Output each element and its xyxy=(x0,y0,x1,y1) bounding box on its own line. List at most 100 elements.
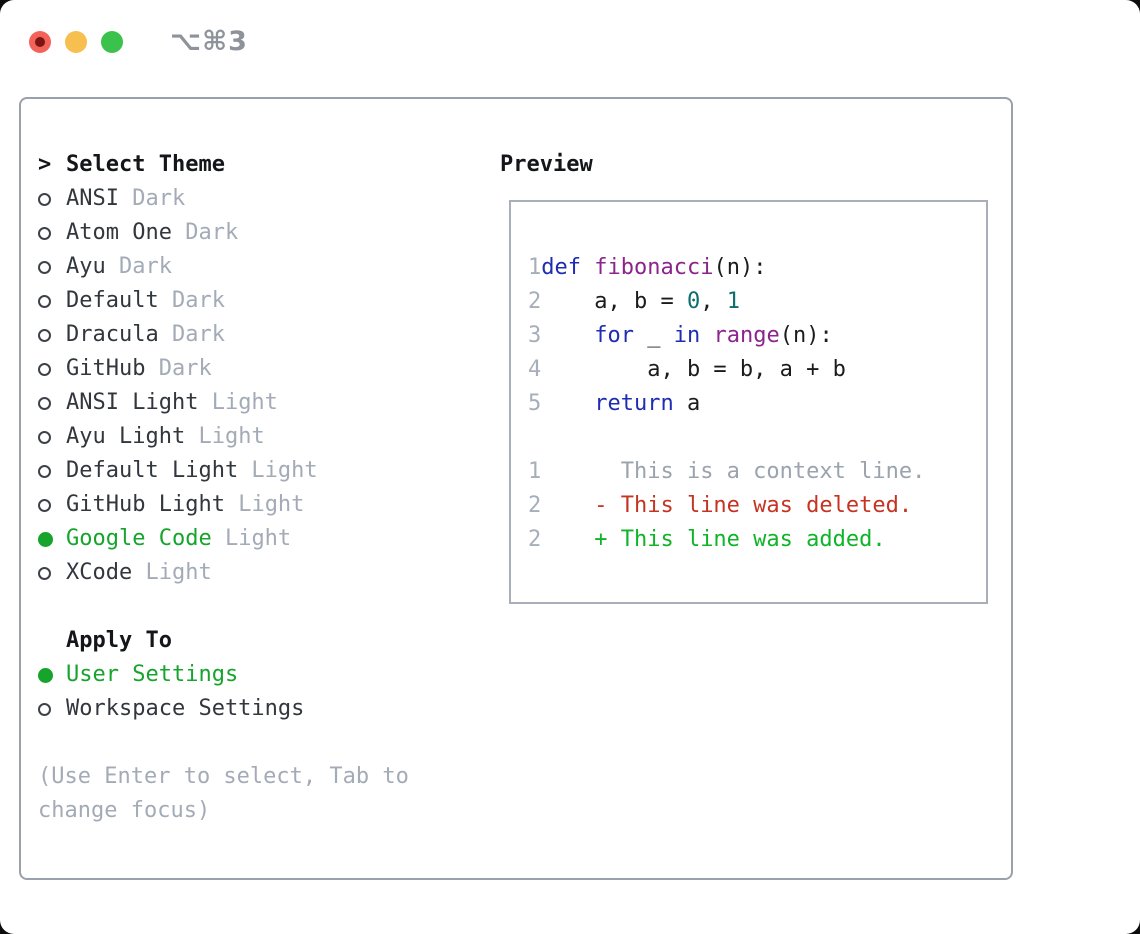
theme-variant: Light xyxy=(224,492,305,517)
theme-variant: Dark xyxy=(158,288,225,313)
close-button-dot xyxy=(35,36,45,47)
theme-name: ANSI Light xyxy=(66,390,199,415)
code-segment: , xyxy=(700,289,727,314)
radio-icon xyxy=(38,260,51,274)
line-number: 2 xyxy=(528,289,542,314)
code-segment: 0 xyxy=(686,289,701,314)
theme-option[interactable]: Google Code Light xyxy=(38,522,500,556)
theme-option[interactable]: GitHub Light Light xyxy=(38,488,500,522)
minimize-button[interactable] xyxy=(65,30,87,53)
theme-option[interactable]: ANSI Light Light xyxy=(38,386,500,420)
line-number: 1 xyxy=(528,459,542,484)
code-line: 4 a, b = b, a + b xyxy=(528,353,986,387)
radio-icon-wrap xyxy=(38,396,66,410)
theme-option[interactable]: Atom One Dark xyxy=(38,216,500,250)
apply-to-label: Workspace Settings xyxy=(66,696,305,721)
radio-icon xyxy=(38,464,51,478)
preview-spacer xyxy=(528,421,986,455)
radio-icon xyxy=(38,396,51,410)
preview-column: Preview 1 def fibonacci(n):2 a, b = 0, 1… xyxy=(500,148,1011,878)
code-segment: (n): xyxy=(713,255,767,280)
spacer-row xyxy=(38,590,500,624)
theme-variant: Dark xyxy=(118,186,186,211)
code-segment: a, b = xyxy=(541,289,687,314)
theme-variant: Light xyxy=(238,458,318,483)
theme-option[interactable]: Default Dark xyxy=(38,284,500,318)
radio-icon-wrap xyxy=(38,531,66,547)
radio-icon-wrap xyxy=(38,362,66,376)
theme-name: XCode xyxy=(66,560,133,585)
code-segment: return xyxy=(594,391,674,416)
theme-variant: Light xyxy=(185,424,265,449)
theme-variant: Dark xyxy=(145,356,212,381)
radio-icon xyxy=(38,362,51,376)
code-segment: a xyxy=(673,391,701,416)
theme-option[interactable]: XCode Light xyxy=(38,556,500,590)
theme-option[interactable]: Dracula Dark xyxy=(38,318,500,352)
theme-option[interactable]: ANSI Dark xyxy=(38,182,500,216)
title-bar: ⌥⌘3 xyxy=(29,26,248,57)
code-line: 2 a, b = 0, 1 xyxy=(528,285,986,319)
zoom-button[interactable] xyxy=(101,30,123,53)
radio-icon xyxy=(38,702,51,716)
theme-name: Ayu Light xyxy=(66,424,186,449)
apply-to-header: Apply To xyxy=(66,628,172,653)
radio-icon-wrap xyxy=(38,192,66,206)
theme-name: Ayu xyxy=(66,254,106,279)
radio-icon-wrap xyxy=(38,294,66,308)
theme-variant: Dark xyxy=(171,220,239,245)
line-number: 2 xyxy=(528,527,542,552)
line-number: 4 xyxy=(528,357,542,382)
apply-to-header-row: Apply To xyxy=(38,624,500,658)
radio-icon-wrap xyxy=(38,498,66,512)
code-segment: This is a context line. xyxy=(541,459,926,484)
radio-icon-wrap xyxy=(38,566,66,580)
radio-icon xyxy=(38,226,51,240)
code-segment xyxy=(700,319,713,353)
code-segment: a, b = b, a + b xyxy=(541,357,846,382)
theme-option[interactable]: Default Light Light xyxy=(38,454,500,488)
close-button[interactable] xyxy=(29,30,51,53)
radio-icon xyxy=(38,498,51,512)
apply-to-option[interactable]: User Settings xyxy=(38,658,500,692)
radio-icon xyxy=(38,566,51,580)
radio-icon-wrap xyxy=(38,464,66,478)
code-segment: - This line was deleted. xyxy=(541,493,913,518)
radio-icon-wrap xyxy=(38,226,66,240)
theme-option[interactable]: Ayu Dark xyxy=(38,250,500,284)
code-segment: fibonacci xyxy=(594,255,714,280)
line-number: 1 xyxy=(528,255,542,280)
code-segment xyxy=(541,319,594,353)
code-line: 3 for _ in range(n): xyxy=(528,319,986,353)
theme-option[interactable]: GitHub Dark xyxy=(38,352,500,386)
radio-icon xyxy=(38,294,51,308)
theme-option[interactable]: Ayu Light Light xyxy=(38,420,500,454)
code-segment: def xyxy=(541,255,581,280)
theme-name: GitHub xyxy=(66,356,146,381)
radio-icon xyxy=(38,192,51,206)
radio-icon xyxy=(38,430,51,444)
radio-icon-wrap xyxy=(38,260,66,274)
code-segment xyxy=(541,387,594,421)
theme-variant: Dark xyxy=(158,322,225,347)
preview-header-row: Preview xyxy=(500,148,1011,182)
theme-name: Dracula xyxy=(66,322,159,347)
theme-name: Default xyxy=(66,288,159,313)
code-segment: (n): xyxy=(779,323,833,348)
code-line: 1 def fibonacci(n): xyxy=(528,251,986,285)
code-segment: 1 xyxy=(726,289,740,314)
code-segment xyxy=(581,251,594,285)
theme-name: ANSI xyxy=(66,186,119,211)
apply-to-option[interactable]: Workspace Settings xyxy=(38,692,500,726)
theme-variant: Dark xyxy=(105,254,172,279)
theme-name: GitHub Light xyxy=(66,492,225,517)
theme-name: Default Light xyxy=(66,458,239,483)
window-title: ⌥⌘3 xyxy=(170,26,248,57)
theme-name: Google Code xyxy=(66,526,212,551)
radio-selected-icon xyxy=(38,531,53,547)
radio-selected-icon xyxy=(38,667,53,683)
